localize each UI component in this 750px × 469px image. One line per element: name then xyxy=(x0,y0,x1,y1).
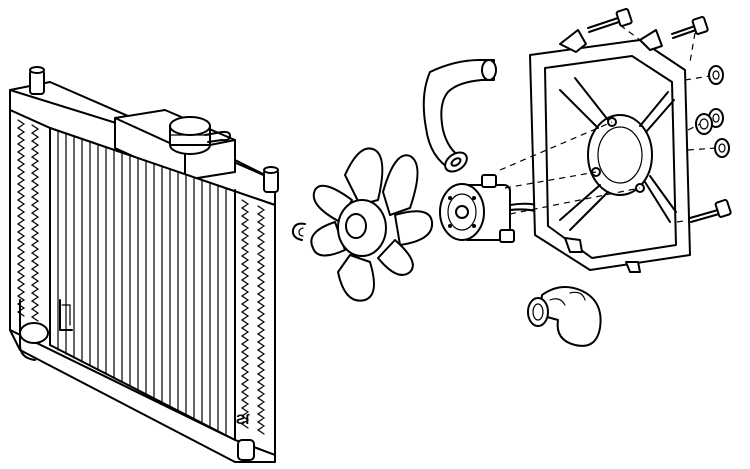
radiator-cap xyxy=(169,116,231,155)
circlip xyxy=(291,222,306,241)
radiator: Ƨſ xyxy=(9,66,279,463)
mounting-bolt xyxy=(587,8,732,223)
lower-hose xyxy=(527,285,602,347)
radiator-fins xyxy=(57,130,227,435)
upper-hose xyxy=(422,59,497,173)
corner-mark: Ƨſ xyxy=(236,411,250,427)
fan-blade xyxy=(310,147,434,302)
rubber-grommet xyxy=(695,65,730,158)
assembly-guide-lines xyxy=(499,24,717,223)
fan-shroud xyxy=(529,29,691,273)
